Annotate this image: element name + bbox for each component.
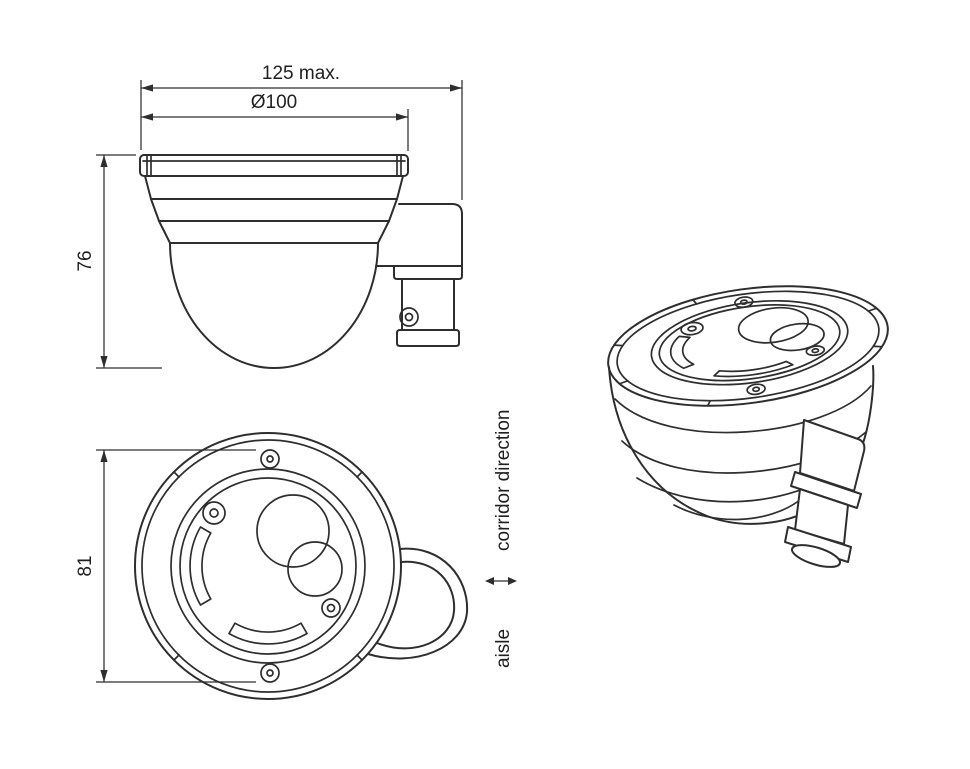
iso-bracket-flange bbox=[790, 471, 862, 509]
iso-bracket-body bbox=[799, 419, 866, 492]
dim-height: 76 bbox=[75, 154, 162, 369]
arrowhead-icon bbox=[396, 113, 408, 121]
iso-screw-hole bbox=[746, 383, 766, 396]
arrowhead-icon bbox=[100, 450, 108, 462]
cable-holes bbox=[202, 494, 343, 618]
dim-diameter: Ø100 bbox=[141, 92, 409, 151]
corridor-direction-label: corridor direction bbox=[493, 410, 514, 552]
iso-outer-rim bbox=[607, 285, 889, 407]
bracket-hook-outer bbox=[367, 547, 469, 660]
mounting-plate bbox=[170, 468, 366, 664]
mount-span-label: 81 bbox=[75, 555, 96, 576]
arrowhead-icon bbox=[450, 84, 462, 92]
adjustment-slots bbox=[189, 526, 308, 645]
bracket-hook-inner bbox=[376, 560, 456, 650]
bracket-body bbox=[375, 203, 463, 267]
arrowhead-icon bbox=[100, 155, 108, 167]
dome-profile bbox=[169, 242, 379, 369]
arrowhead-icon bbox=[141, 84, 153, 92]
screw-hole bbox=[260, 449, 280, 469]
top-plate bbox=[139, 154, 409, 177]
pipe-coupling bbox=[396, 329, 460, 347]
orientation-annotation: corridor direction aisle bbox=[485, 410, 517, 668]
arrowhead-icon bbox=[100, 670, 108, 682]
iso-cable-hole-small bbox=[769, 322, 825, 352]
outer-rim bbox=[134, 432, 402, 700]
body-band bbox=[144, 175, 404, 200]
iso-top-face bbox=[607, 285, 889, 407]
cable-hole-large bbox=[256, 494, 330, 568]
top-view: 81 bbox=[75, 432, 469, 700]
iso-conduit-bracket bbox=[784, 419, 866, 568]
isometric-view bbox=[607, 285, 889, 568]
mounting-screw-holes bbox=[260, 449, 280, 683]
double-arrow-icon bbox=[485, 577, 517, 585]
bracket-flange bbox=[393, 265, 463, 280]
arrowhead-icon bbox=[141, 113, 153, 121]
arrowhead-icon bbox=[100, 356, 108, 368]
iso-arc-slot bbox=[669, 335, 695, 370]
iso-screw-hole bbox=[734, 296, 754, 309]
camera-top-profile bbox=[134, 432, 402, 700]
pilot-hole bbox=[202, 501, 226, 525]
body-band bbox=[158, 220, 390, 244]
dim-mount-span: 81 bbox=[75, 449, 256, 683]
conduit-bracket-side bbox=[375, 203, 463, 347]
iso-pilot-hole bbox=[805, 345, 826, 357]
iso-mounting-plate bbox=[650, 299, 849, 386]
iso-pipe-opening bbox=[790, 544, 842, 568]
conduit-bracket-top bbox=[367, 547, 469, 660]
pilot-hole bbox=[321, 598, 341, 618]
iso-body-band bbox=[673, 499, 801, 521]
iso-rim-ticks bbox=[613, 298, 883, 407]
screw-hole bbox=[260, 663, 280, 683]
iso-pilot-hole bbox=[680, 321, 704, 336]
iso-cable-hole-large bbox=[737, 306, 809, 344]
body-band bbox=[150, 198, 398, 222]
iso-body-silhouette bbox=[608, 365, 875, 525]
side-view: 125 max. Ø100 76 bbox=[75, 63, 463, 369]
camera-side-profile bbox=[139, 154, 409, 369]
iso-arc-slot bbox=[713, 360, 794, 378]
cable-hole-small bbox=[287, 541, 343, 597]
iso-pipe-coupling bbox=[784, 526, 852, 563]
dim-overall-width: 125 max. bbox=[140, 63, 463, 200]
diameter-label: Ø100 bbox=[251, 92, 297, 113]
arc-slot bbox=[228, 622, 308, 645]
set-screw-hole bbox=[399, 307, 419, 327]
ring-notches bbox=[173, 471, 363, 661]
aisle-label: aisle bbox=[493, 629, 514, 668]
overall-width-label: 125 max. bbox=[262, 63, 340, 84]
iso-body-band bbox=[614, 385, 872, 434]
height-label: 76 bbox=[75, 250, 96, 271]
arc-slot bbox=[189, 526, 212, 606]
